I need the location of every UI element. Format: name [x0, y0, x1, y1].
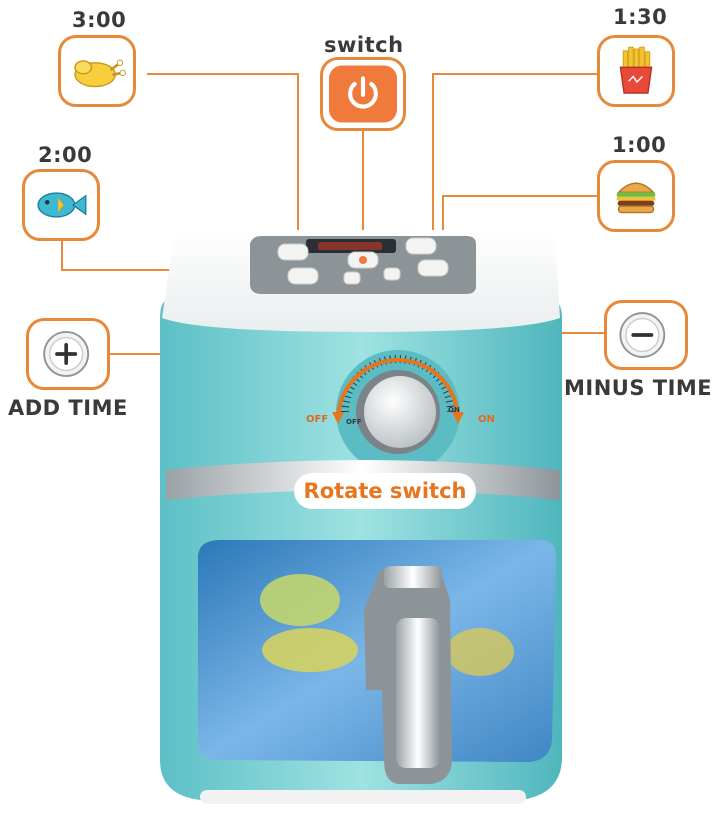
burger-time-label: 1:00: [612, 133, 667, 157]
on-label: ON: [478, 414, 495, 425]
minus-icon: [619, 312, 666, 358]
chicken-icon-box: [58, 35, 136, 107]
minus-time-label: MINUS TIME: [564, 376, 713, 400]
plus-icon-box: [26, 318, 110, 390]
dial-on-mark: ON: [448, 406, 460, 414]
burger-icon: [616, 182, 656, 214]
burger-icon-box: [597, 160, 675, 232]
fries-icon-box: [597, 35, 675, 107]
chicken-time-label: 3:00: [72, 8, 127, 32]
plus-icon: [43, 331, 90, 377]
minus-icon-box: [604, 300, 688, 370]
off-label: OFF: [306, 414, 329, 425]
rotate-switch-callout: Rotate switch: [294, 473, 476, 509]
connector-chicken: [147, 73, 299, 242]
roast-chicken-icon: [74, 59, 126, 88]
fish-time-label: 2:00: [38, 143, 93, 167]
add-time-label: ADD TIME: [8, 396, 128, 420]
fish-icon: [37, 192, 87, 218]
power-icon-box: [320, 57, 406, 131]
fries-time-label: 1:30: [613, 5, 668, 29]
connector-fries: [432, 73, 597, 236]
fish-icon-box: [22, 169, 100, 241]
dial-off-mark: OFF: [346, 418, 362, 426]
french-fries-icon: [619, 46, 653, 94]
switch-label: switch: [324, 33, 404, 57]
power-icon: [329, 65, 397, 123]
